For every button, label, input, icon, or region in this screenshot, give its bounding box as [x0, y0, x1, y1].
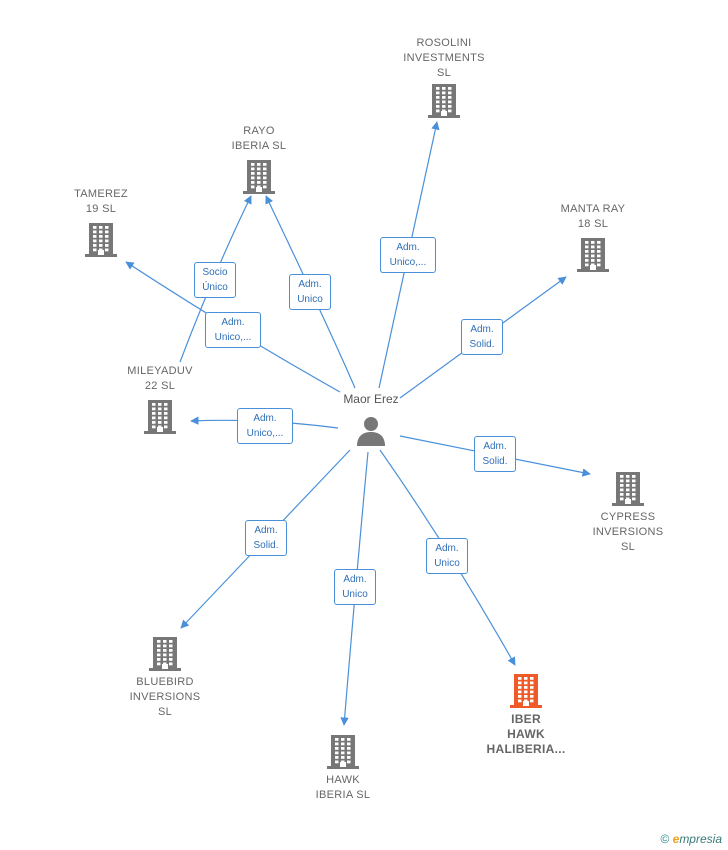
company-name: MILEYADUV 22 SL	[127, 365, 193, 392]
relation-label-tamerez[interactable]: Adm. Unico,...	[205, 312, 261, 348]
relation-label-bluebird[interactable]: Adm. Solid.	[245, 520, 287, 556]
building-icon	[243, 158, 275, 194]
person-icon	[357, 417, 385, 446]
building-icon	[612, 470, 644, 506]
building-icon	[144, 398, 176, 434]
company-name: ROSOLINI INVESTMENTS SL	[403, 37, 485, 79]
relation-label-rayo[interactable]: Adm. Unico	[289, 274, 331, 310]
company-name: BLUEBIRD INVERSIONS SL	[129, 676, 201, 718]
building-icon	[327, 733, 359, 769]
footer-brand: © empresia	[660, 832, 722, 846]
building-icon	[428, 82, 460, 118]
relation-label-mileyaduv[interactable]: Adm. Unico,...	[237, 408, 293, 444]
relation-label-cypress[interactable]: Adm. Solid.	[474, 436, 516, 472]
building-icon	[85, 221, 117, 257]
company-name: TAMEREZ 19 SL	[74, 188, 128, 215]
brand-logo-e: e	[672, 832, 680, 846]
company-name: RAYO IBERIA SL	[231, 125, 287, 152]
relation-label-rayo[interactable]: Socio Único	[194, 262, 236, 298]
company-name: IBER HAWK HALIBERIA...	[486, 712, 566, 756]
relation-edge-rayo	[265, 195, 356, 389]
relation-label-mantaray[interactable]: Adm. Solid.	[461, 319, 503, 355]
building-icon	[149, 635, 181, 671]
person-name: Maor Erez	[343, 392, 399, 406]
company-name: MANTA RAY 18 SL	[560, 203, 626, 230]
relation-label-hawk[interactable]: Adm. Unico	[334, 569, 376, 605]
brand-name: mpresia	[679, 832, 722, 846]
building-icon	[510, 672, 542, 708]
relation-label-rosolini[interactable]: Adm. Unico,...	[380, 237, 436, 273]
building-icon	[577, 236, 609, 272]
company-name: HAWK IBERIA SL	[315, 774, 371, 801]
company-name: CYPRESS INVERSIONS SL	[592, 511, 664, 553]
copyright-symbol: ©	[660, 832, 670, 846]
relation-label-iberhawk[interactable]: Adm. Unico	[426, 538, 468, 574]
